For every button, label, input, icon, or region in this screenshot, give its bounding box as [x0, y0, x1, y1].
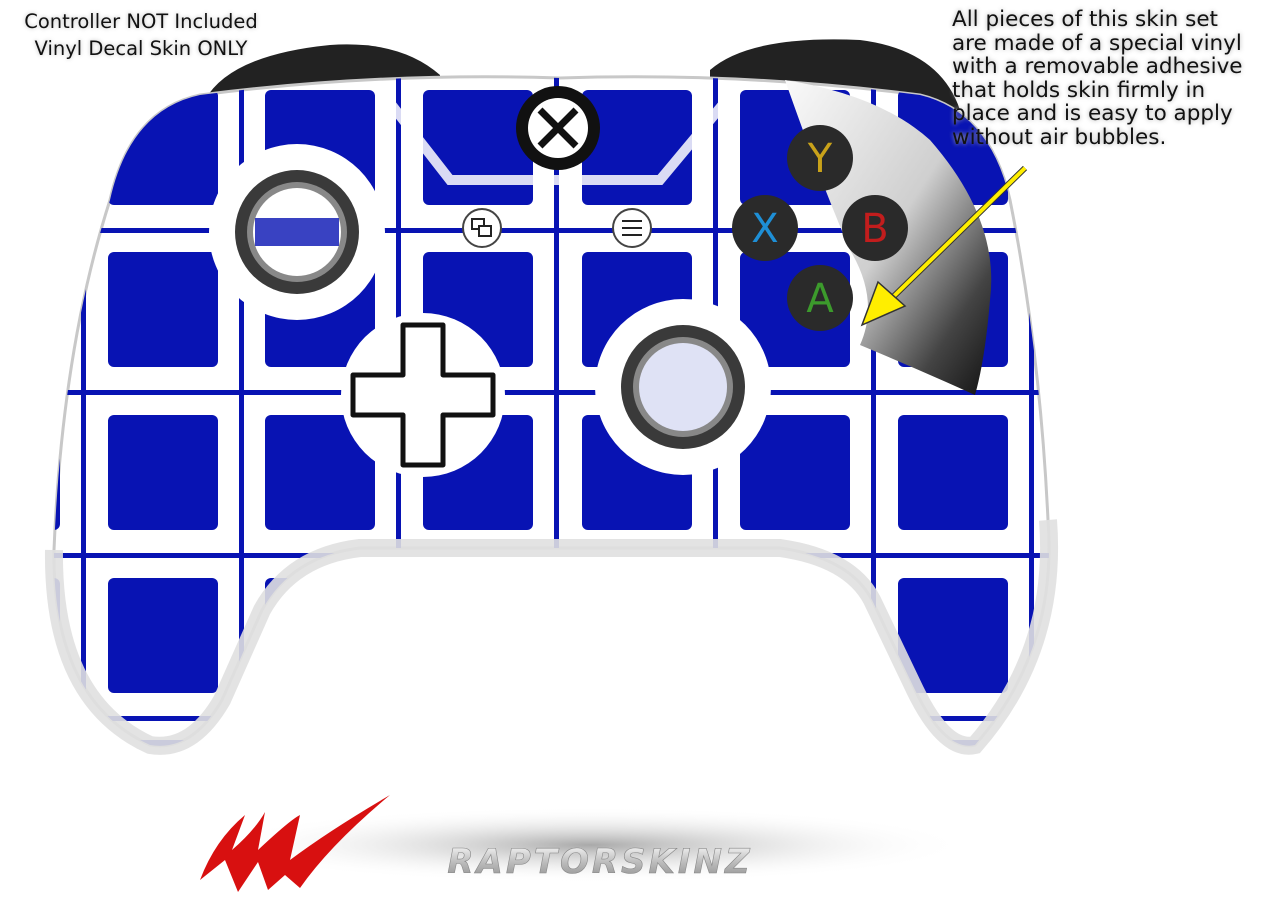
grid-square	[898, 415, 1008, 530]
grid-square	[582, 90, 692, 205]
view-button[interactable]	[462, 208, 502, 248]
button-a[interactable]: A	[787, 265, 853, 331]
button-b-label: B	[861, 206, 888, 252]
grid-square	[740, 578, 850, 693]
notice-line: place and is easy to apply	[952, 101, 1233, 126]
notice-line: that holds skin firmly in	[952, 77, 1206, 103]
grid-square	[108, 90, 218, 205]
xbox-guide-button[interactable]	[516, 86, 600, 170]
grid-line	[871, 76, 876, 746]
grid-square	[1056, 252, 1166, 367]
notice-not-included: Controller NOT Included Vinyl Decal Skin…	[0, 8, 282, 62]
grid-square	[582, 0, 692, 47]
grid-square	[108, 415, 218, 530]
notice-line: without air bubbles.	[952, 124, 1167, 150]
dpad[interactable]	[341, 313, 505, 477]
grid-square	[53, 252, 60, 367]
notice-line: Controller NOT Included	[24, 10, 258, 33]
grid-line	[53, 228, 1050, 233]
grid-square	[53, 415, 60, 530]
grid-square	[108, 252, 218, 367]
grid-square	[423, 0, 533, 47]
button-b[interactable]: B	[842, 195, 908, 261]
grid-pattern	[53, 0, 1166, 855]
button-y[interactable]: Y	[787, 125, 853, 191]
grid-square	[265, 415, 375, 530]
menu-icon	[622, 220, 642, 236]
grid-square	[423, 578, 533, 693]
logo-text: RAPTORSKINZ	[447, 842, 752, 882]
grid-square	[108, 740, 218, 746]
notice-line: are made of a special vinyl	[952, 30, 1242, 56]
grid-line	[53, 390, 1050, 395]
grid-square	[1056, 415, 1166, 530]
notice-line: All pieces of this skin set	[952, 7, 1218, 32]
xbox-logo-icon	[537, 107, 579, 149]
right-thumbstick[interactable]	[595, 299, 771, 475]
notice-line: Vinyl Decal Skin ONLY	[34, 37, 248, 60]
button-x-label: X	[751, 206, 778, 252]
grid-square	[1056, 740, 1166, 855]
button-y-label: Y	[807, 136, 833, 182]
menu-button[interactable]	[612, 208, 652, 248]
grid-square	[582, 578, 692, 693]
button-x[interactable]: X	[732, 195, 798, 261]
grid-line	[239, 76, 244, 746]
left-thumbstick[interactable]	[209, 144, 385, 320]
arrow-icon	[860, 165, 1028, 327]
grid-square	[53, 90, 60, 205]
guide-panel	[376, 86, 739, 185]
grid-square	[1056, 578, 1166, 693]
notice-line: with a removable adhesive	[952, 54, 1243, 79]
grid-line	[554, 76, 559, 746]
button-a-label: A	[806, 276, 834, 322]
raptorskinz-logo: RAPTORSKINZ	[200, 795, 970, 892]
notice-vinyl-info: All pieces of this skin set are made of …	[952, 8, 1280, 149]
logo-claw-mark	[200, 795, 390, 892]
grid-square	[53, 740, 60, 746]
grid-square	[740, 415, 850, 530]
grid-line	[1029, 76, 1034, 746]
grid-square	[898, 578, 1008, 693]
grid-line	[81, 76, 86, 746]
grid-square	[108, 578, 218, 693]
grid-square	[423, 90, 533, 205]
